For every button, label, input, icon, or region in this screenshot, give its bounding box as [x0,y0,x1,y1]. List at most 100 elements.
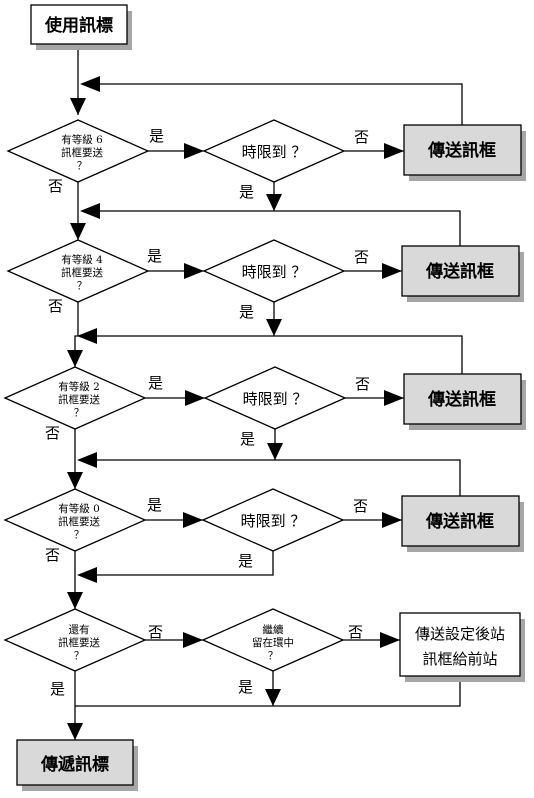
level-1-timeout-diamond [202,239,346,303]
level-1-loop-line [98,210,461,246]
level-3-q-line1: 有等級 0 [58,502,100,515]
level-0-q-line1: 有等級 6 [61,133,103,146]
level-2-yes-label: 是 [148,374,163,392]
level-2-send-box [403,373,522,425]
level-3-send-box [401,495,520,547]
stay-no-arrow [380,632,400,648]
stay-q-line3: ？ [268,650,279,662]
level-0-yes-label: 是 [149,127,164,145]
more-frames-diamond [3,608,147,672]
level-1-q-line2: 訊框要送 [61,266,103,279]
connector-lines [67,44,463,740]
stay-q-line1: 繼續 [263,623,284,636]
level-2-no-label: 否 [355,375,370,393]
level-1-yes-label: 是 [147,247,162,265]
level-0-yes-arrow [184,143,204,159]
level-1-send-box [401,245,520,297]
start-label: 使用訊標 [44,15,113,36]
level-1-timeout-yes-label: 是 [239,303,254,321]
start-box [30,4,128,45]
level-1-no-label: 否 [354,248,369,266]
flowchart-shapes [3,4,526,791]
level-0-timeout-diamond [202,119,346,183]
level-3-no-label: 否 [353,497,368,515]
level-2-down-no-label: 否 [45,424,60,442]
level-3-yes-arrow [183,512,203,528]
start-arrow [70,98,86,115]
level-3-down-no-label: 否 [45,546,60,564]
level-1-q-line1: 有等級 4 [61,253,103,266]
level-1-loop-arrow [80,203,100,219]
more-yes-arrow [67,723,83,740]
level-3-q-line3: ？ [74,529,85,541]
level-2-down-arrow [67,472,83,489]
level-3-down-arrow [67,592,83,609]
return-line [75,676,461,707]
level-2-yes-arrow [185,390,205,406]
level-0-send-box [403,124,522,176]
level-1-yes-arrow [184,263,204,279]
level-3-loop-arrow [77,452,97,468]
level-1-q-line3: ？ [77,280,88,292]
level-2-no-arrow [384,390,404,406]
stay-yes-label: 是 [238,678,253,696]
level-0-timeout-label: 時限到 ？ [242,143,307,161]
level-0-q-line2: 訊框要送 [61,146,103,159]
end-box [16,739,134,786]
level-3-timeout-diamond [201,488,345,552]
level-2-loop-arrow [77,328,97,344]
level-1-down-no-label: 否 [48,297,63,315]
level-1-send-label: 傳送訊框 [425,261,494,282]
level-0-no-arrow [384,143,404,159]
level-2-timeout-yes-label: 是 [240,430,255,448]
level-0-loop-arrow [80,76,100,92]
send-setup-line2: 訊框給前站 [422,650,497,668]
level-1-timeout-label: 時限到 ？ [242,263,307,281]
level-3-timeout-label: 時限到 ？ [241,512,306,530]
send-setup-line1: 傳送設定後站 [415,625,505,643]
level-2-timeout-label: 時限到 ？ [243,390,308,408]
level-0-timeout-yes-arrow [266,194,282,211]
level-3-yes-label: 是 [147,496,162,514]
more-q-line3: ？ [74,650,85,662]
level-0-down-arrow [70,223,86,240]
send-setup-box [399,612,521,677]
level-2-priority-diamond [3,366,147,430]
level-1-no-arrow [382,263,402,279]
stay-in-ring-diamond [201,608,345,672]
level-1-down-arrow [67,350,83,367]
stay-no-label: 否 [348,623,363,641]
level-3-timeout-yes-label: 是 [238,552,253,570]
end-label: 傳遞訊標 [40,754,109,775]
level-3-q-line2: 訊框要送 [58,515,100,528]
level-2-q-line3: ？ [74,407,85,419]
more-q-line1: 還有 [69,623,90,636]
level-3-timeout-yes-arrow [77,567,97,583]
level-0-priority-diamond [6,119,150,183]
level-0-timeout-yes-label: 是 [239,183,254,201]
level-0-send-label: 傳送訊框 [427,140,496,161]
level-0-down-no-label: 否 [48,177,63,195]
more-yes-label: 是 [50,680,65,698]
level-3-timeout-yes-line [95,551,274,576]
level-3-no-arrow [382,512,402,528]
level-0-loop-line [98,83,463,125]
flowchart-labels: 使用訊標有等級 6訊框要送？時限到 ？傳送訊框是否否是有等級 4訊框要送？時限到… [40,15,505,775]
level-2-q-line2: 訊框要送 [58,393,100,406]
level-2-loop-line [95,335,463,374]
level-2-send-label: 傳送訊框 [427,389,496,410]
level-2-timeout-diamond [203,366,347,430]
more-no-arrow [183,632,203,648]
level-1-priority-diamond [6,239,150,303]
level-1-timeout-yes-arrow [266,319,282,336]
level-3-loop-line [95,459,461,496]
more-q-line2: 訊框要送 [58,636,100,649]
level-3-priority-diamond [3,488,147,552]
level-3-send-label: 傳送訊框 [425,511,494,532]
level-0-no-label: 否 [354,128,369,146]
level-2-timeout-yes-arrow [267,443,283,460]
level-2-q-line1: 有等級 2 [58,380,100,393]
stay-q-line2: 留在環中 [252,636,294,649]
more-no-label: 否 [148,623,163,641]
